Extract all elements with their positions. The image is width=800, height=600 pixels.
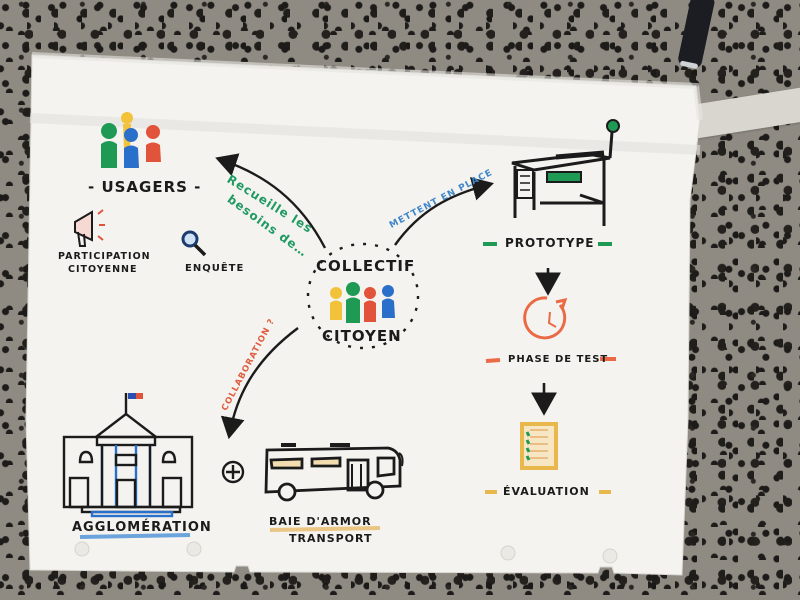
bus-icon bbox=[264, 443, 404, 502]
checklist-icon bbox=[520, 422, 558, 470]
enquete-label: ENQUÊTE bbox=[185, 263, 245, 274]
edge-to-usagers bbox=[215, 153, 327, 249]
megaphone-icon bbox=[74, 209, 105, 247]
evaluation-title: ÉVALUATION bbox=[503, 485, 590, 498]
magnifier-icon bbox=[181, 230, 207, 257]
desk-workstation-icon bbox=[511, 119, 620, 226]
transport-underline bbox=[269, 526, 381, 532]
agglomeration-underline bbox=[79, 533, 191, 539]
center-dashed-circle bbox=[306, 242, 420, 350]
transport-title-line1: BAIE D'ARMOR bbox=[269, 515, 372, 528]
center-label-collectif: COLLECTIF bbox=[316, 257, 416, 275]
center-label-citoyen: CITOYEN bbox=[322, 327, 402, 345]
prototype-title: PROTOTYPE bbox=[505, 236, 595, 250]
phase-test-title: PHASE DE TEST bbox=[508, 354, 609, 365]
participation-label-line1: PARTICIPATION bbox=[58, 251, 151, 262]
edge-to-prototype bbox=[394, 177, 494, 246]
phase-test-dashes bbox=[485, 357, 616, 363]
people-group-icon bbox=[330, 282, 395, 323]
usagers-title: - USAGERS - bbox=[88, 178, 202, 196]
agglomeration-title: AGGLOMÉRATION bbox=[72, 520, 212, 535]
participation-label-line2: CITOYENNE bbox=[68, 264, 138, 275]
transport-title-line2: TRANSPORT bbox=[289, 532, 373, 545]
plus-connector-icon bbox=[221, 460, 245, 484]
clock-cycle-icon bbox=[523, 296, 568, 340]
edge-to-agglomeration bbox=[220, 327, 299, 440]
town-hall-icon bbox=[62, 393, 194, 518]
people-group-icon bbox=[101, 112, 161, 168]
